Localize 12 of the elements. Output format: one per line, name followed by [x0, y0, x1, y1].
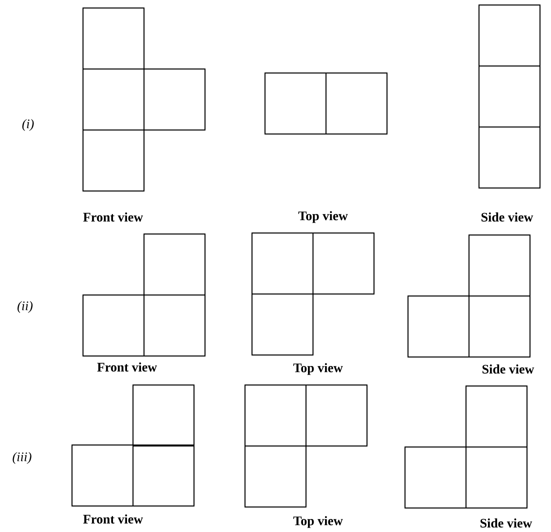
view-caption: Side view: [482, 364, 534, 374]
view-caption: Top view: [298, 211, 348, 223]
view-caption: Front view: [97, 362, 157, 372]
view-caption: Front view: [83, 212, 143, 222]
view-caption: Top view: [293, 516, 343, 528]
view-caption: (i): [22, 119, 34, 131]
view-caption: Side view: [482, 212, 534, 222]
view-caption: Top view: [293, 363, 343, 375]
view-caption: Front view: [83, 514, 143, 524]
view-caption: (iii): [12, 452, 32, 464]
view-caption: Side view: [480, 518, 532, 528]
view-caption: (ii): [18, 301, 33, 313]
